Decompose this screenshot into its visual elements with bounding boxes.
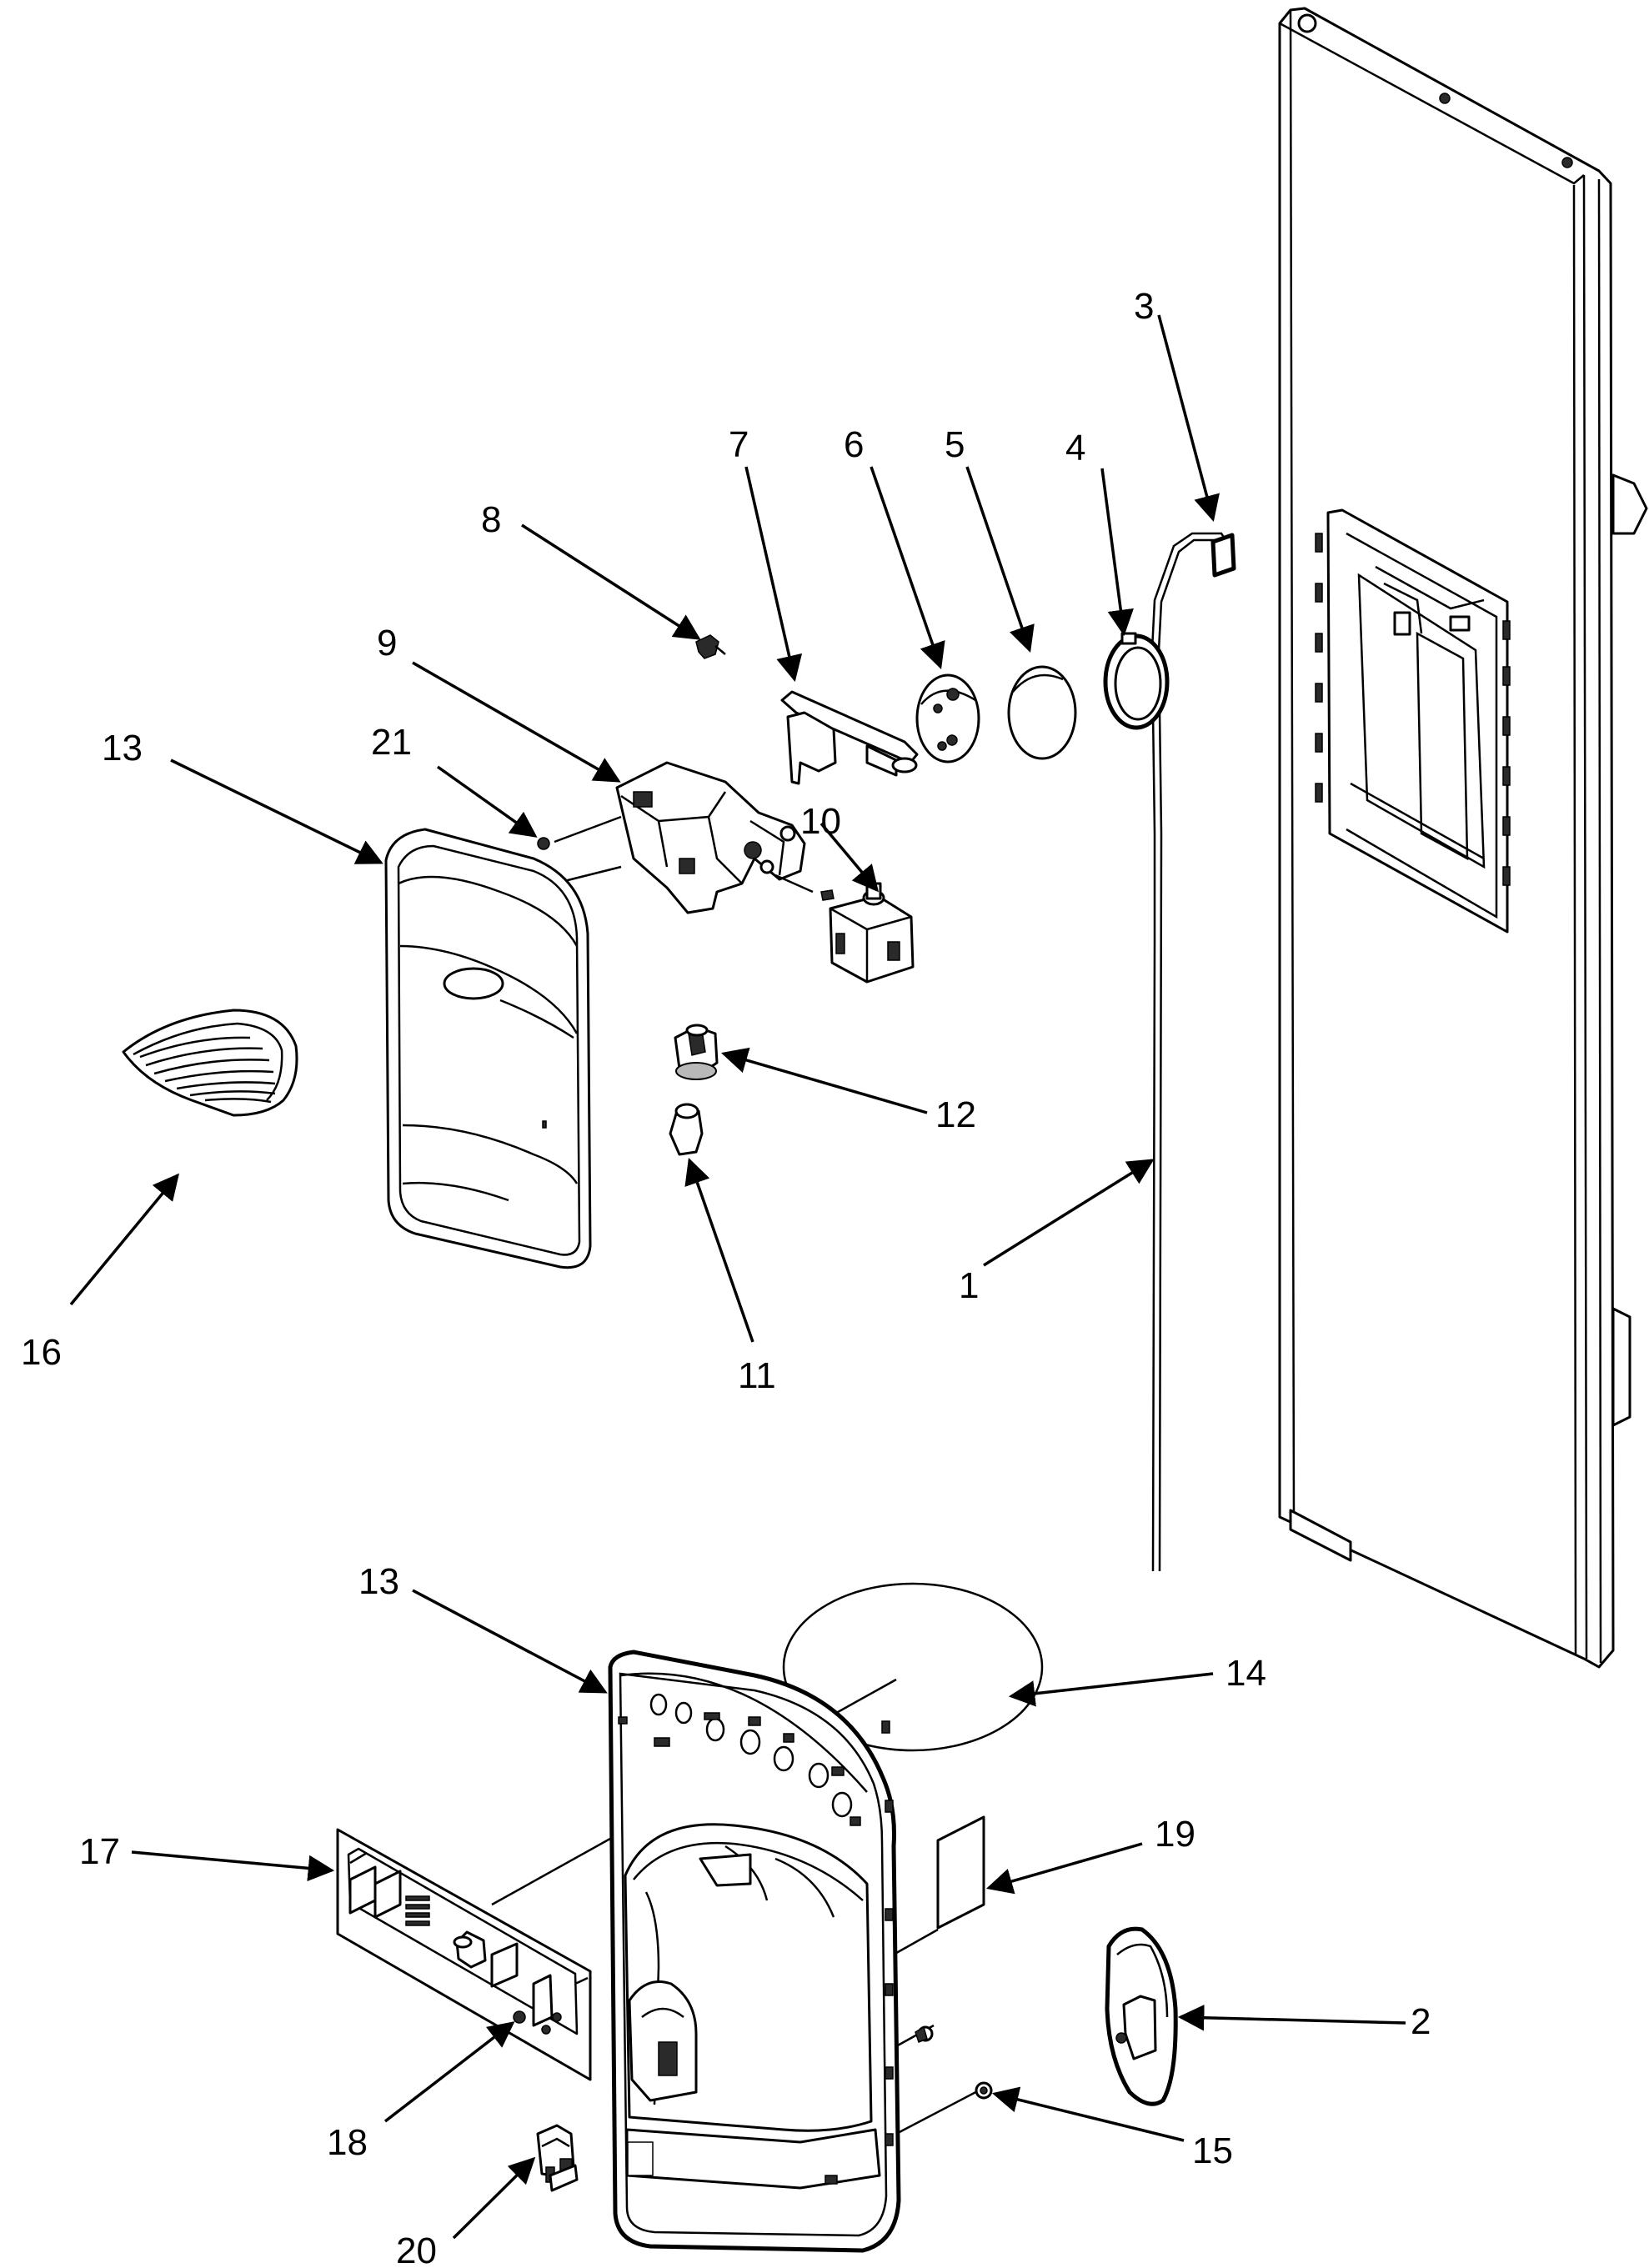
- part-13-dispenser-housing-lower: [608, 1650, 934, 2253]
- leader-4: [1100, 468, 1134, 637]
- callout-18: 18: [327, 2122, 368, 2163]
- leader-3: [1157, 314, 1220, 523]
- assembly-line-15b: [895, 2086, 985, 2135]
- part-8-clip: [695, 634, 726, 659]
- leader-19: [985, 1842, 1143, 1895]
- leader-11: [684, 1158, 754, 1343]
- leader-13a: [170, 759, 383, 864]
- leader-12: [720, 1047, 928, 1114]
- leader-21: [436, 765, 538, 838]
- leader-13b: [412, 1589, 608, 1694]
- callout-2: 2: [1411, 2001, 1431, 2042]
- part-16-grille: [122, 1009, 298, 1117]
- leader-18: [383, 2021, 515, 2123]
- leader-2: [1177, 2004, 1406, 2031]
- callout-8: 8: [481, 499, 501, 540]
- leader-14: [1008, 1672, 1214, 1707]
- leader-16: [69, 1173, 180, 1306]
- part-19-label: [936, 1815, 985, 1930]
- leader-8: [521, 523, 701, 640]
- leader-1: [983, 1159, 1155, 1267]
- callout-17: 17: [79, 1831, 120, 1872]
- part-14-oval-panel: [782, 1582, 1044, 1752]
- leader-20: [452, 2156, 536, 2240]
- callout-15: 15: [1192, 2130, 1233, 2171]
- part-3-label-pad: [1210, 533, 1236, 578]
- part-7-bracket: [780, 690, 919, 785]
- part-5-lens: [1007, 665, 1077, 760]
- callout-1: 1: [959, 1265, 979, 1306]
- part-4-ring: [1103, 632, 1170, 730]
- leader-5: [965, 466, 1035, 653]
- part-10-solenoid: [829, 882, 915, 984]
- leader-arrows: [69, 314, 1406, 2240]
- leader-6: [870, 466, 945, 669]
- part-9-actuator-housing: [615, 761, 835, 914]
- part-15-screw: [975, 2081, 993, 2100]
- part-13-dispenser-cover-upper: [384, 828, 592, 1269]
- part-18-screw: [513, 2010, 526, 2024]
- callout-3: 3: [1134, 286, 1154, 327]
- freezer-door: [1278, 7, 1648, 1669]
- callout-11: 11: [738, 1355, 776, 1396]
- callout-9: 9: [377, 623, 397, 663]
- callout-5: 5: [945, 424, 965, 465]
- callout-4: 4: [1065, 428, 1085, 468]
- leader-7: [744, 466, 803, 683]
- leader-17: [131, 1850, 335, 1882]
- callout-21: 21: [371, 722, 412, 763]
- leader-9: [412, 661, 621, 783]
- callout-labels: 1 2 3 4 5 6 7 8 9 10 11 12 13 13 14 15 1…: [21, 286, 1431, 2268]
- callout-7: 7: [729, 424, 749, 465]
- leader-10: [819, 822, 880, 893]
- callout-19: 19: [1155, 1814, 1195, 1855]
- callout-12: 12: [935, 1094, 976, 1135]
- callout-14: 14: [1225, 1653, 1266, 1694]
- callout-13b: 13: [358, 1561, 399, 1602]
- leader-15: [991, 2086, 1185, 2142]
- door-dispenser-recess: [1315, 508, 1511, 934]
- part-11-nozzle: [669, 1103, 704, 1156]
- callout-6: 6: [844, 424, 864, 465]
- part-6-lamp-socket: [915, 673, 980, 764]
- part-2-switch-cover: [1105, 1926, 1178, 2106]
- callout-20: 20: [396, 2230, 437, 2268]
- callout-13a: 13: [102, 728, 143, 769]
- part-20-micro-switch: [536, 2124, 579, 2192]
- callout-10: 10: [800, 801, 841, 842]
- callout-16: 16: [21, 1332, 62, 1373]
- part-17-control-board: [336, 1828, 592, 2081]
- part-12-cap: [674, 1024, 719, 1080]
